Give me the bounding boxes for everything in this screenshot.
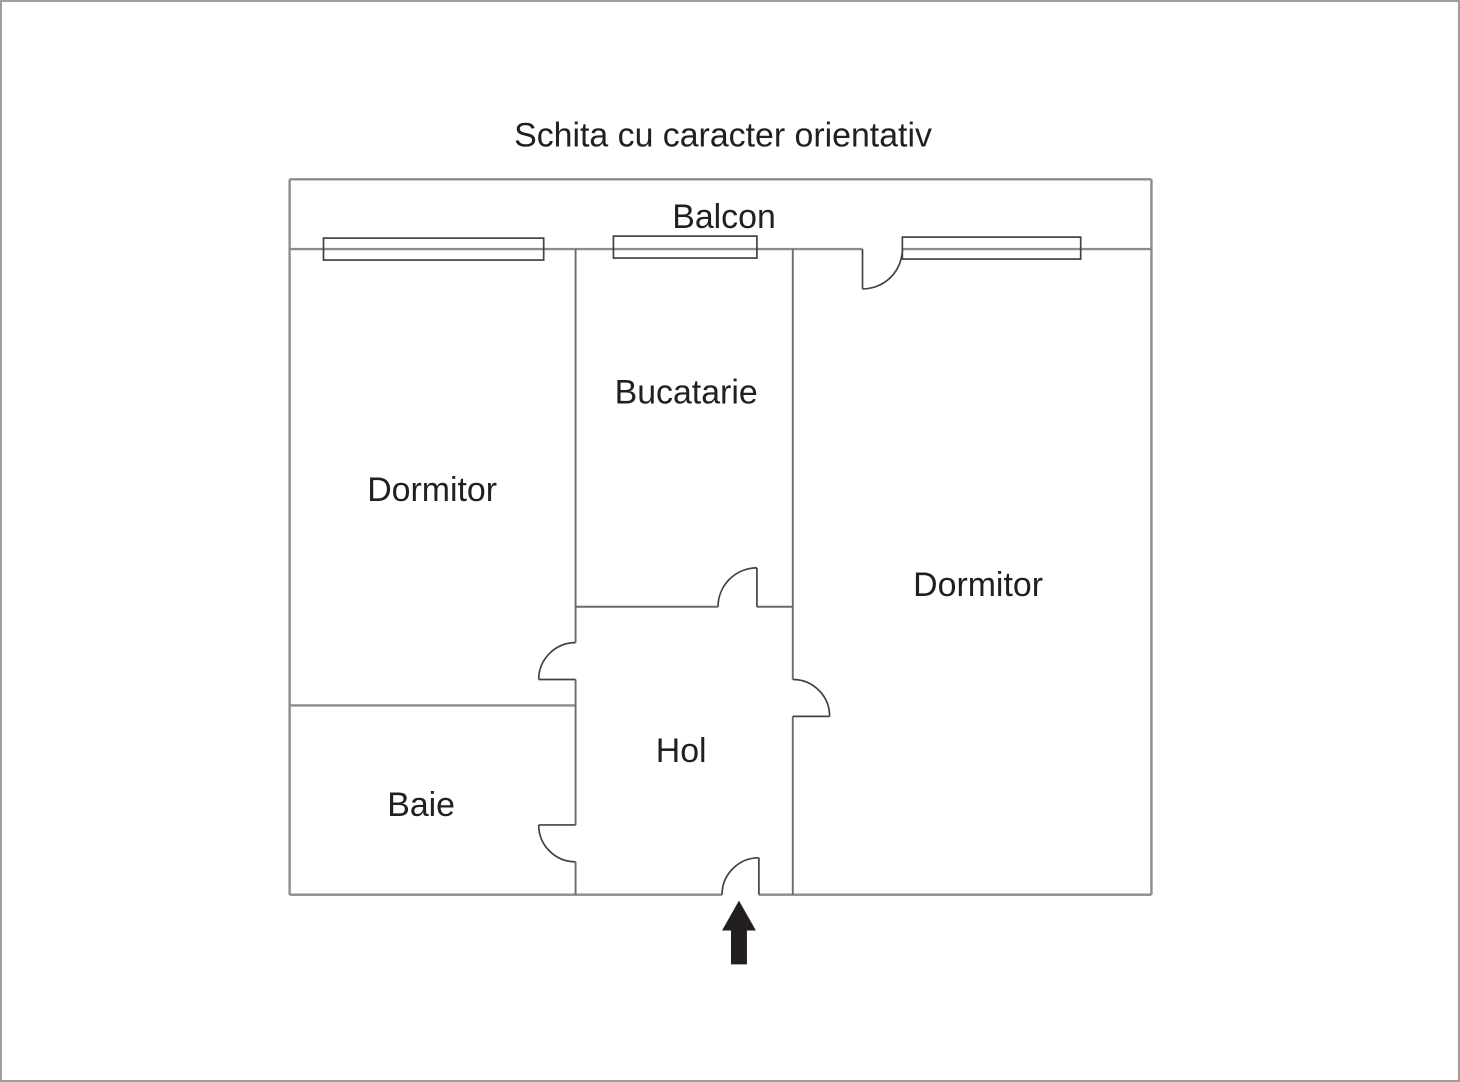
room-label-bucatarie: Bucatarie (615, 374, 758, 412)
room-label-balcon: Balcon (672, 198, 776, 236)
kitchen-door-arc (717, 567, 757, 607)
baie-door-arc (537, 824, 576, 863)
plan-title: Schita cu caracter orientativ (514, 116, 932, 154)
entrance-arrow-icon (722, 900, 756, 965)
partitions-group (574, 249, 794, 895)
balcony-door-arc (862, 249, 904, 290)
room-label-hol: Hol (656, 732, 707, 770)
symbols-group (322, 235, 1082, 895)
window-icon-middle (612, 235, 758, 259)
room-label-dormitor-right: Dormitor (913, 566, 1043, 604)
labels-group: Schita cu caracter orientativ Balcon Dor… (367, 116, 1043, 824)
dormitor-left-door-arc (537, 641, 576, 680)
window-icon-left (322, 237, 545, 261)
entrance-door-arc (721, 856, 759, 895)
window-icon-right (901, 236, 1082, 260)
room-label-baie: Baie (387, 786, 455, 824)
dormitor-right-door-arc (792, 678, 831, 717)
room-label-dormitor-left: Dormitor (367, 471, 497, 509)
